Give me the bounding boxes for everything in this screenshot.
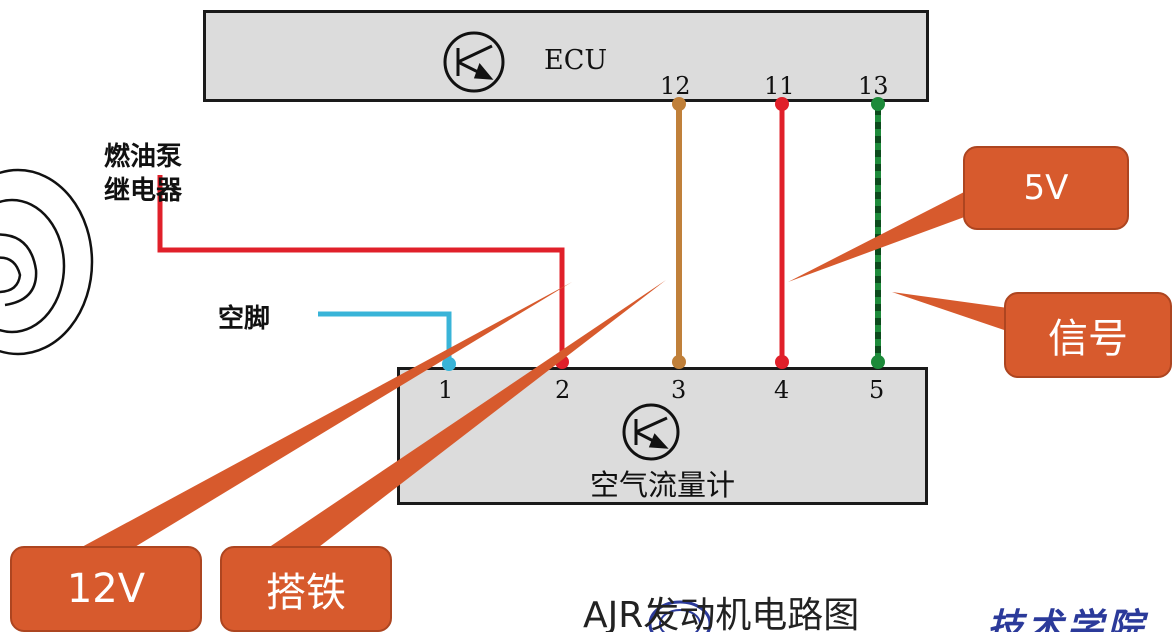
footer-title: AJR发动机电路图 [583,595,860,632]
air-flow-meter-label: 空气流量计 [590,468,736,502]
ecu-pin-label: 13 [858,72,889,100]
footer-watermark: 技术学院 [987,606,1148,632]
callout-leader-12v [80,282,572,556]
callout-leader-signal [892,292,1010,332]
callout-ground: 搭铁 [220,546,392,632]
ecu-pin-label: 11 [764,72,795,100]
ecu-label: ECU [544,45,608,76]
air-flow-meter-block [397,367,928,505]
school-emblem-icon [648,600,712,632]
wire-fuel-pump-relay [157,175,565,360]
maf-pin-dot [442,357,456,371]
callout-12v: 12V [10,546,202,632]
ecu-pin-dot [871,97,885,111]
maf-pin-dot [672,355,686,369]
transistor-icon [622,403,680,461]
transistor-icon [443,31,505,93]
fuel-pump-relay-label: 继电器 [104,176,183,206]
footer: 技术学院 AJR发动机电路图 [575,590,1173,632]
fuel-pump-relay-label: 燃油泵 [104,142,183,172]
maf-pin-label: 2 [555,376,571,404]
callout-leader-5v [788,190,978,282]
maf-pin-dot [775,355,789,369]
callout-leader-ground [262,280,666,560]
ecu-pin-label: 12 [660,72,691,100]
sensor-sketch-icon [0,168,94,356]
empty-pin-label: 空脚 [218,304,271,334]
maf-pin-label: 4 [774,376,790,404]
ecu-pin-dot [672,97,686,111]
maf-pin-label: 3 [671,376,687,404]
maf-pin-dot [871,355,885,369]
maf-pin-label: 5 [869,376,885,404]
maf-pin-label: 1 [438,376,454,404]
ecu-block [203,10,929,102]
callout-5v: 5V [963,146,1129,230]
callout-signal: 信号 [1004,292,1172,378]
ecu-pin-dot [775,97,789,111]
wire-empty-pin [318,311,452,364]
